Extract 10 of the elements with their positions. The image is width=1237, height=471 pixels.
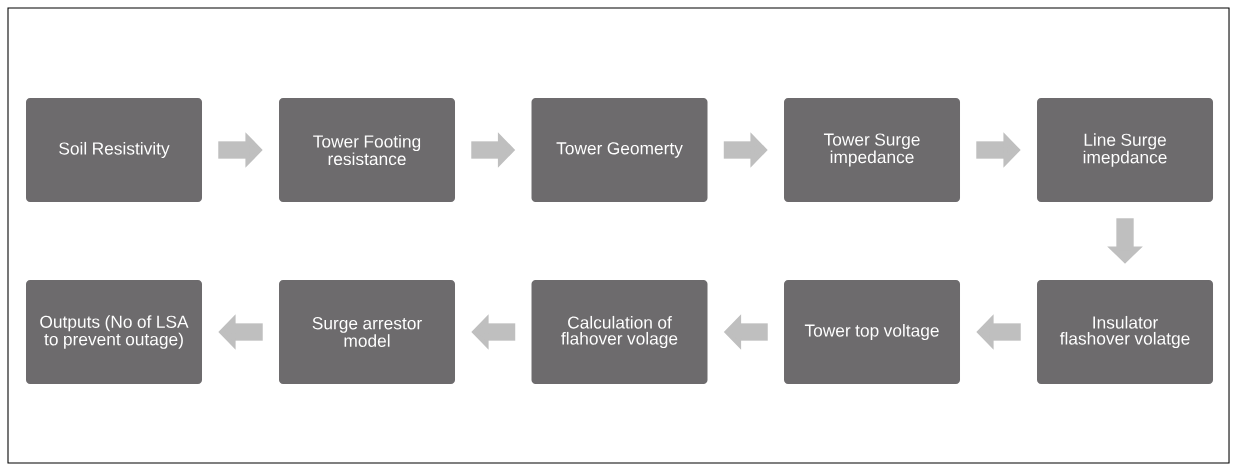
process-box: Tower Footing resistance (279, 98, 455, 202)
process-box: Tower top voltage (784, 280, 960, 384)
process-box: Calculation of flahover volage (531, 280, 708, 384)
process-box: Line Surge imepdance (1037, 98, 1213, 202)
process-box: Soil Resistivity (26, 98, 202, 202)
process-box: Surge arrestor model (279, 280, 455, 384)
process-box: Insulator flashover volatge (1037, 280, 1213, 384)
process-box: Outputs (No of LSA to prevent outage) (26, 280, 202, 384)
process-box: Tower Surge impedance (784, 98, 960, 202)
process-box: Tower Geomerty (531, 98, 708, 202)
